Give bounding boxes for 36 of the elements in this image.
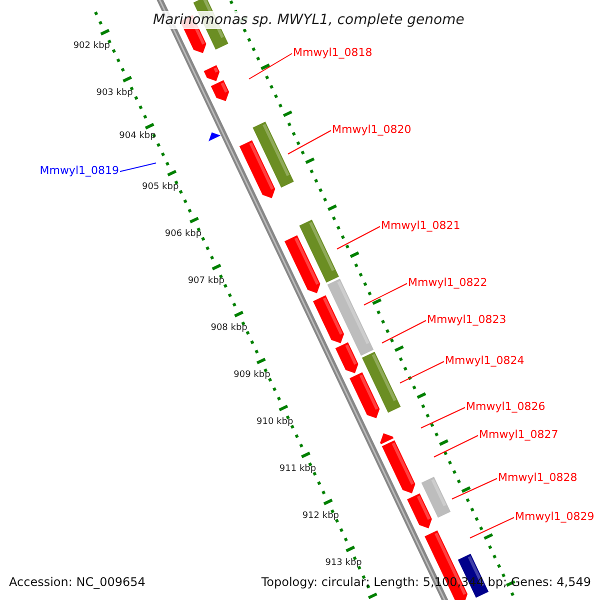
leader-line [288,130,332,154]
scale-label: 910 kbp [256,418,294,427]
scale-label: 907 kbp [188,277,224,286]
leader-line [364,283,408,306]
scale-label: 912 kbp [302,512,339,521]
gene-label: Mmwyl1_0818 [293,47,372,58]
scale-label: 911 kbp [279,465,316,474]
leader-line [434,435,478,458]
gene-label: Mmwyl1_0827 [479,429,558,440]
gene-label: Mmwyl1_0829 [515,511,594,522]
gene-label: Mmwyl1_0828 [498,472,578,483]
scale-label: 904 kbp [119,132,156,141]
scale-label: 909 kbp [234,371,270,380]
scale-label: 913 kbp [325,559,362,568]
scale-label: 903 kbp [96,89,133,98]
scale-label: 906 kbp [164,230,202,239]
gene-label: Mmwyl1_0823 [427,314,506,325]
gene-label: Mmwyl1_0826 [466,401,546,412]
scale-label: 902 kbp [73,42,110,51]
gene-label: Mmwyl1_0820 [332,124,412,135]
leader-line [120,162,156,172]
leader-line [470,517,514,538]
leader-line [452,478,498,500]
leader-line [420,407,466,428]
leader-line [400,361,444,384]
leader-line [248,53,292,80]
gene-label: Mmwyl1_0822 [408,277,488,288]
scale-label: 905 kbp [142,183,179,192]
gene-label: Mmwyl1_0819 [40,165,119,176]
leader-line [336,226,380,250]
scale-label: 908 kbp [210,324,248,333]
genome-info-text: Topology: circular; Length: 5,100,344 bp; Genes: 4,549 [261,576,591,588]
gene-label: Mmwyl1_0824 [445,355,524,366]
accession-text: Accession: NC_009654 [9,576,146,588]
gene-label: Mmwyl1_0821 [381,220,460,231]
leader-line [382,320,426,344]
